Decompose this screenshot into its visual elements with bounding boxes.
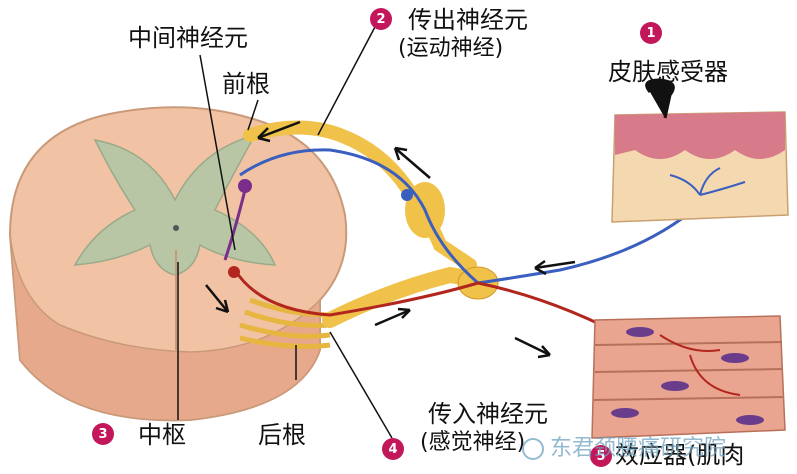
leader-lines xyxy=(177,24,393,439)
watermark: 东君颈腰痛研究院 xyxy=(522,430,726,462)
label-efferent-neuron: 传出神经元 xyxy=(408,6,528,34)
label-efferent-subtitle: (运动神经) xyxy=(398,36,504,61)
badge-efferent-neuron: 2 xyxy=(370,8,392,30)
muscle-effector-block xyxy=(591,315,786,439)
watermark-text: 东君颈腰痛研究院 xyxy=(550,436,727,461)
label-skin-receptor: 皮肤感受器 xyxy=(608,58,728,86)
direction-arrows xyxy=(205,120,576,359)
interneuron xyxy=(223,179,252,261)
label-afferent-subtitle: (感觉神经) xyxy=(420,430,526,455)
badge-center: 3 xyxy=(92,423,114,445)
badge-skin-receptor: 1 xyxy=(640,22,662,44)
label-effector: 效应器(肌肉 xyxy=(615,441,745,469)
label-posterior-root: 后根 xyxy=(258,421,306,449)
badge-effector: 5 xyxy=(590,445,612,467)
label-interneuron: 中间神经元 xyxy=(128,24,248,52)
sensory-pathway xyxy=(239,148,707,285)
skin-receptor-block xyxy=(611,78,789,223)
badge-afferent-neuron: 4 xyxy=(382,438,404,460)
label-afferent-neuron: 传入神经元 xyxy=(428,400,548,428)
label-anterior-root: 前根 xyxy=(222,70,270,98)
watermark-logo-icon xyxy=(522,438,544,460)
label-center: 中枢 xyxy=(138,421,186,449)
